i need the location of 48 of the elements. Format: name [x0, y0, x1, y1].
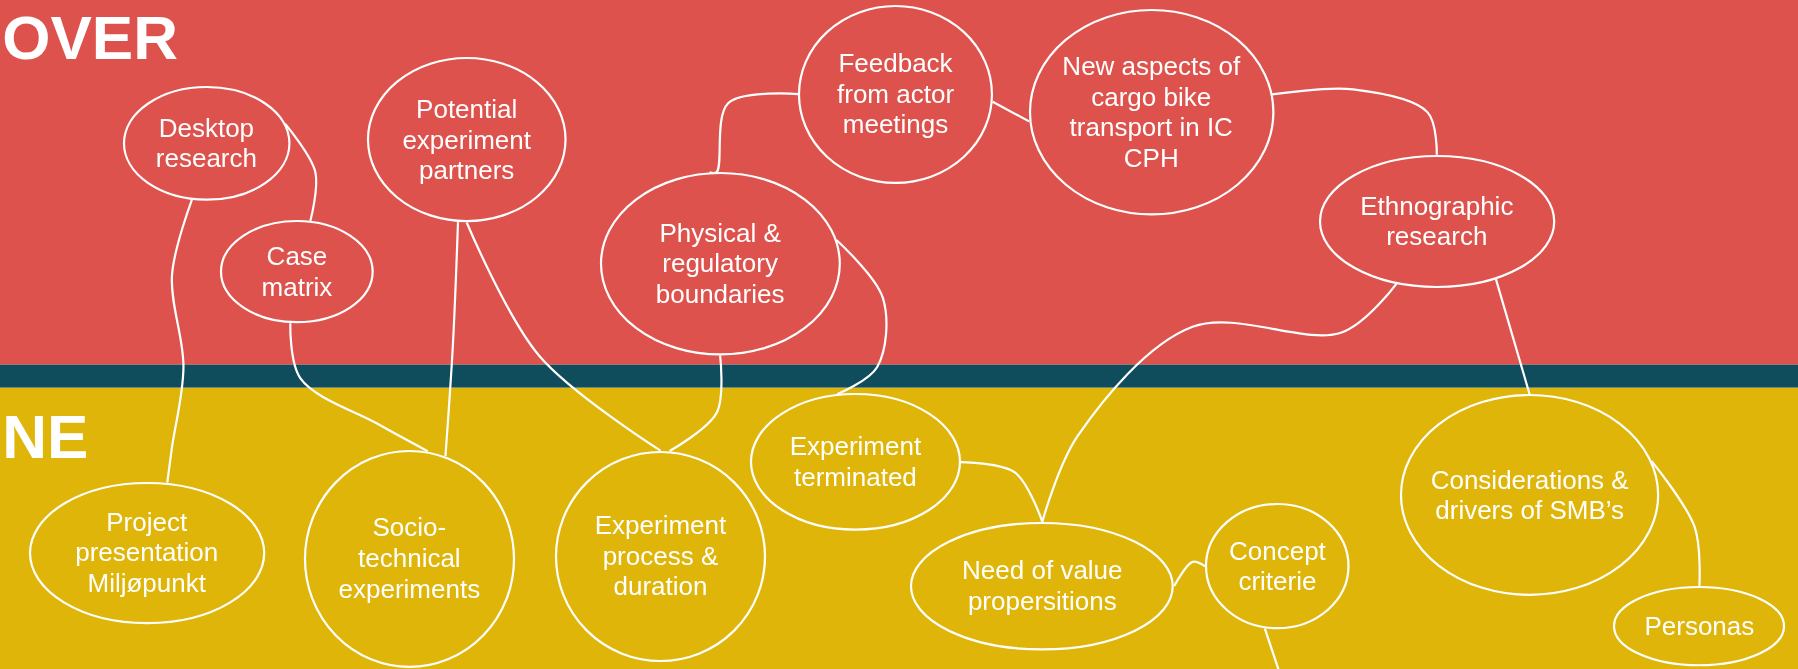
connector-line: [289, 323, 429, 453]
topic-ellipse: [555, 450, 766, 662]
connector-line: [444, 222, 460, 457]
topic-ellipse: [28, 481, 265, 624]
connector-line: [1173, 560, 1206, 587]
connector-line: [960, 461, 1044, 523]
topic-ellipse: [220, 220, 374, 324]
topic-text: Socio-technical experiments: [337, 512, 482, 605]
topic-ellipse: [303, 449, 515, 668]
topic-ellipse: [1028, 9, 1274, 216]
topic-text: Considerations & drivers of SMB’s: [1429, 464, 1630, 527]
topic-text: New aspects of cargo bike transport in IC CPH: [1061, 51, 1242, 174]
topic-ellipse: [1318, 154, 1555, 288]
topic-ellipse: [1613, 585, 1786, 667]
connector-line: [992, 100, 1030, 123]
connector-line: [835, 239, 888, 396]
topic-text: Experiment process & duration: [593, 510, 728, 603]
topic-text: Physical & regulatory boundaries: [654, 217, 786, 310]
topic-ellipse: [366, 57, 567, 223]
topic-ellipse: [749, 393, 961, 531]
connector-line: [1041, 283, 1398, 523]
topic-ellipse: [599, 172, 841, 356]
topic-text: Case matrix: [260, 241, 334, 303]
connector-line: [1271, 87, 1438, 155]
connector-line: [1263, 628, 1282, 669]
section-heading: OVER: [2, 6, 178, 69]
topic-text: Concept criterie: [1227, 535, 1327, 598]
connector-line: [284, 123, 318, 222]
topic-text: Ethnographic research: [1359, 190, 1515, 252]
topic-ellipse: [1205, 503, 1350, 630]
topic-text: Potential experiment partners: [401, 93, 532, 186]
topic-ellipse: [1400, 394, 1660, 597]
connector-line: [166, 199, 193, 483]
connector-line: [1650, 460, 1701, 586]
topic-text: Project presentation Miljøpunkt: [74, 506, 220, 599]
topic-text: Experiment terminated: [788, 431, 923, 493]
connector-line: [1494, 278, 1531, 395]
topic-text: Need of value propersitions: [961, 555, 1124, 617]
section-heading: NE: [2, 405, 89, 468]
connector-line: [709, 92, 799, 174]
topic-ellipse: [798, 4, 993, 184]
connector-line: [465, 222, 662, 452]
connector-line: [669, 355, 723, 452]
topic-text: Desktop research: [154, 112, 258, 174]
topic-ellipse: [122, 86, 291, 201]
topic-text: Personas: [1643, 610, 1756, 642]
topic-ellipse: [910, 521, 1175, 651]
topic-text: Feedback from actor meetings: [836, 48, 956, 140]
